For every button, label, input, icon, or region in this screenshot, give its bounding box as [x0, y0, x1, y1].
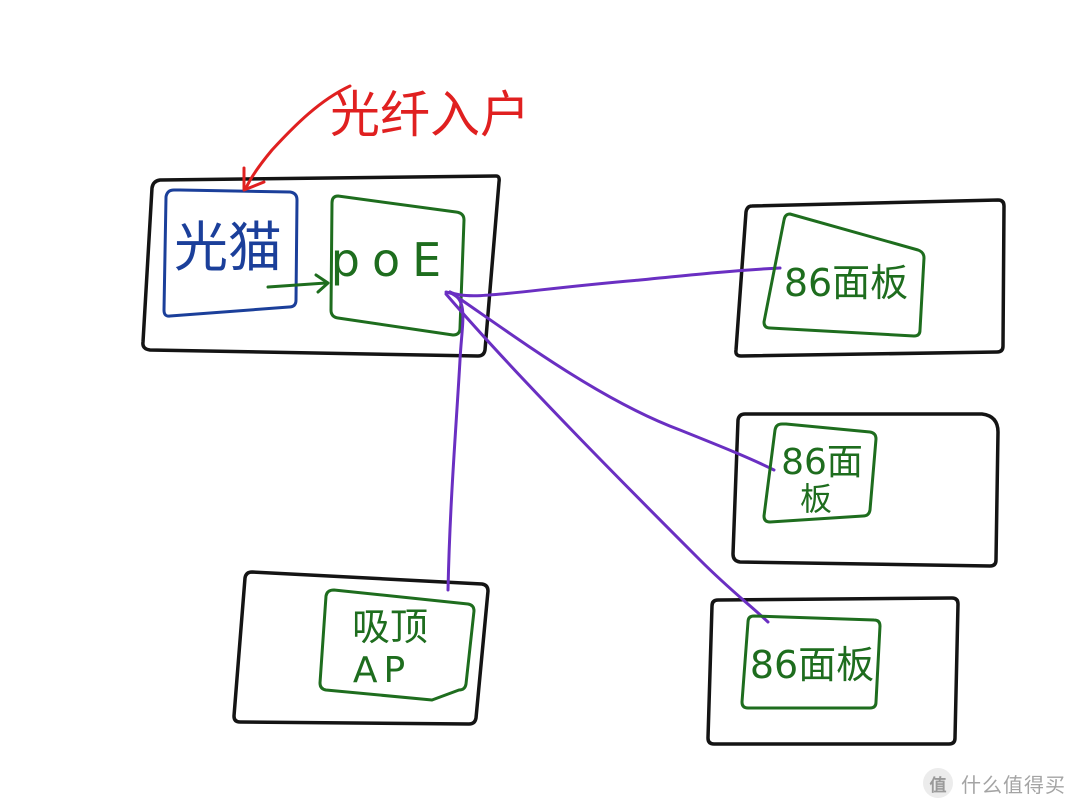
fiber-modem-label: 光猫	[174, 216, 282, 279]
fiber-modem-box	[162, 188, 299, 318]
modem-to-poe-arrowhead	[314, 273, 330, 294]
panel-1-box	[762, 212, 926, 338]
room-box-bottom-right	[706, 596, 960, 746]
watermark-text: 什么值得买	[961, 772, 1066, 797]
poe-switch-box	[329, 194, 466, 337]
watermark-logo-icon: 值	[923, 768, 953, 798]
cable-to-panel-3	[444, 292, 770, 624]
panel-1-label: 86面板	[784, 261, 908, 305]
panel-3-label: 86面板	[750, 643, 874, 687]
poe-switch-label: poE	[331, 233, 453, 287]
modem-to-poe-arrow	[266, 281, 328, 289]
watermark: 值 什么值得买	[923, 768, 1066, 798]
cable-to-panel-1	[448, 266, 782, 298]
ceiling-ap-label-line1: 吸顶	[352, 605, 428, 649]
panel-2-label-line2: 板	[800, 480, 832, 518]
room-box-middle-right	[731, 412, 1000, 568]
ceiling-ap-label-line2: AP	[353, 650, 411, 691]
ceiling-ap-box	[318, 588, 476, 702]
room-box-bottom-left	[232, 570, 490, 726]
panel-2-label-line1: 86面	[781, 442, 863, 483]
fiber-entry-arrowhead	[242, 166, 266, 192]
fiber-entry-arrow	[244, 84, 352, 190]
cable-to-ap	[444, 290, 465, 592]
cable-to-panel-2	[448, 290, 776, 472]
panel-3-box	[740, 614, 882, 710]
room-box-top-right	[734, 198, 1006, 358]
main-cabinet-box	[141, 174, 501, 358]
fiber-entry-label: 光纤入户	[330, 86, 530, 144]
panel-2-box	[762, 422, 878, 524]
